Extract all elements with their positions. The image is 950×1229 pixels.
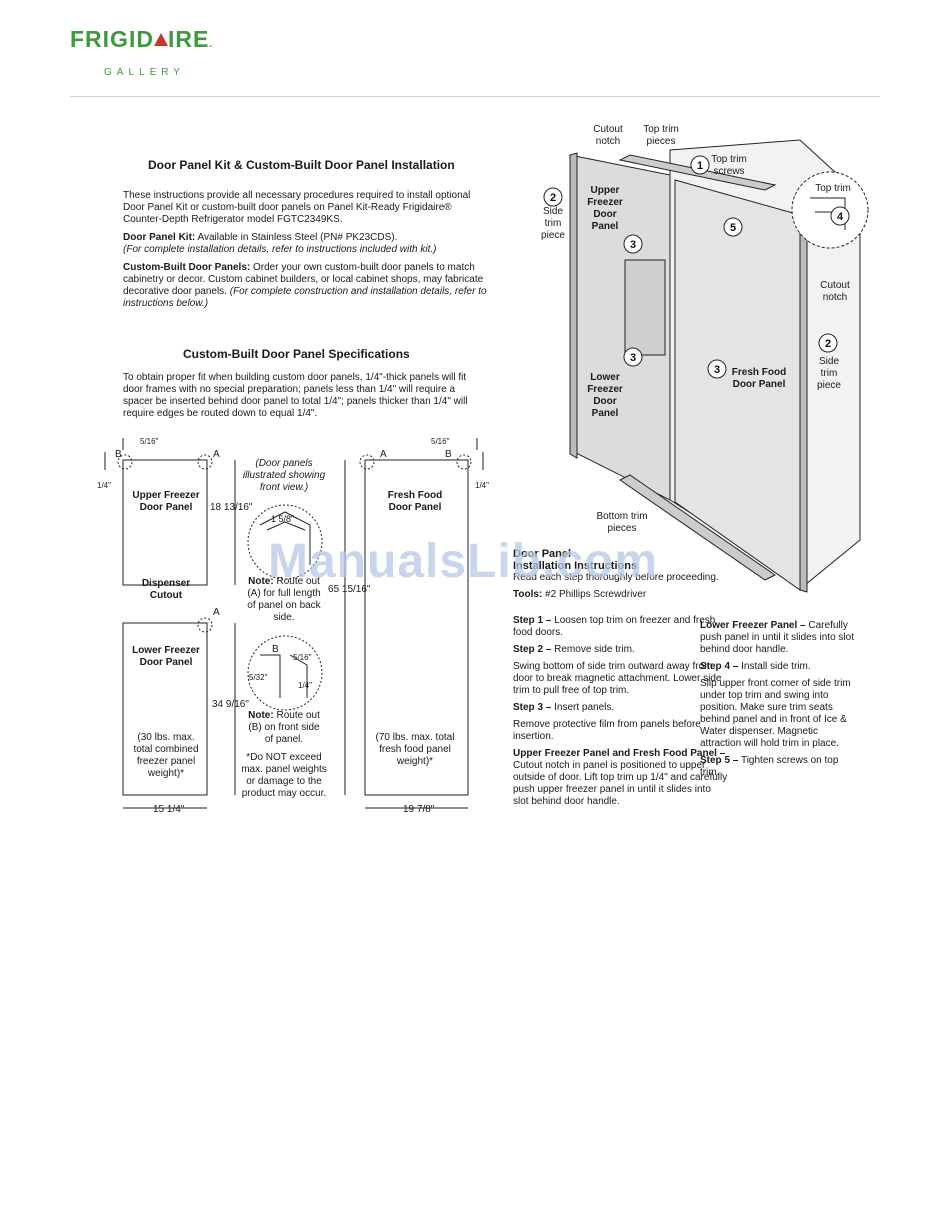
label-b-right: B <box>445 449 452 460</box>
lower-freezer-fridge-label: Lower Freezer Door Panel <box>587 372 623 419</box>
dim-5-16-detail: 5/16" <box>293 653 312 662</box>
detail-label-b: B <box>272 644 279 655</box>
cutout-notch-top-label: Cutout notch <box>593 124 623 147</box>
dim-5-16-right: 5/16" <box>431 437 450 446</box>
dim-fresh-height: 65 15/16" <box>328 584 371 595</box>
dim-1-5-8: 1 5/8" <box>271 514 294 524</box>
cutout-notch-right-label: Cutout notch <box>820 280 850 303</box>
detail-circle-a <box>247 504 323 580</box>
note-a: Note: Route out (A) for full length of p… <box>247 576 321 623</box>
header-divider <box>70 96 880 97</box>
weight-warning: *Do NOT exceed max. panel weights or dam… <box>241 752 327 799</box>
upper-freezer-fridge-label: Upper Freezer Door Panel <box>587 185 623 232</box>
kit-paragraph: Door Panel Kit: Available in Stainless S… <box>123 232 437 255</box>
side-trim-left-label: Side trim piece <box>541 206 565 241</box>
lower-weight-note: (30 lbs. max. total combined freezer pan… <box>133 732 199 779</box>
step-4: Step 4 – Install side trim. <box>700 661 811 672</box>
step-2-detail: Swing bottom of side trim outward away f… <box>513 661 722 696</box>
specs-paragraph: To obtain proper fit when building custo… <box>123 372 468 419</box>
callout-3-fresh <box>707 359 727 379</box>
svg-text:5: 5 <box>730 222 736 234</box>
detail-circle-b <box>247 635 323 711</box>
side-trim-right-label: Side trim piece <box>817 356 841 391</box>
svg-text:3: 3 <box>630 352 636 364</box>
bottom-trim-label: Bottom trim pieces <box>596 511 648 534</box>
note-b: Note: Route out (B) on front side of pan… <box>248 710 320 745</box>
svg-text:2: 2 <box>825 338 831 350</box>
svg-text:2: 2 <box>550 192 556 204</box>
dim-5-32: 5/32" <box>249 673 268 682</box>
step-4-detail: Slip upper front corner of side trim und… <box>700 678 851 749</box>
step-5: Step 5 – Tighten screws on top trim. <box>700 755 839 778</box>
label-a-lower: A <box>213 607 220 618</box>
dim-upper-height: 18 13/16" <box>210 502 253 513</box>
step-3-detail: Remove protective film from panels befor… <box>513 719 701 742</box>
dim-5-16-left: 5/16" <box>140 437 159 446</box>
instructions-right-column: Lower Freezer Panel – Carefully push pan… <box>700 620 855 784</box>
svg-text:1: 1 <box>697 160 703 172</box>
svg-text:3: 3 <box>630 239 636 251</box>
upper-freezer-panel-outline <box>122 459 208 586</box>
dim-width-right: 19 7/8" <box>403 804 435 815</box>
top-trim-label: Top trim <box>815 183 851 194</box>
callout-5 <box>723 217 743 237</box>
top-trim-screws-label: Top trim screws <box>711 154 747 177</box>
step-2: Step 2 – Remove side trim. <box>513 644 635 655</box>
tools-line: Tools: #2 Phillips Screwdriver <box>513 589 647 600</box>
lower-freezer-panel-outline <box>122 622 208 796</box>
refrigerator-diagram: 1 2 3 3 3 4 5 2 <box>543 139 869 593</box>
instructions-lead: Read each step thoroughly before proceed… <box>513 572 719 583</box>
callout-4 <box>830 206 850 226</box>
step-1: Step 1 – Loosen top trim on freezer and … <box>513 615 716 638</box>
watermark: ManualsLib.com <box>268 535 659 588</box>
custom-paragraph: Custom-Built Door Panels: Order your own… <box>123 262 487 309</box>
svg-text:4: 4 <box>837 211 844 223</box>
lower-freezer-panel-label: Lower Freezer Door Panel <box>132 645 200 668</box>
section-title-installation: Door Panel Kit & Custom-Built Door Panel… <box>148 158 455 172</box>
lower-panel-instruction: Lower Freezer Panel – Carefully push pan… <box>700 620 854 655</box>
dim-1-4-left: 1/4" <box>97 481 111 490</box>
callout-2-left <box>543 187 563 207</box>
top-trim-pieces-label: Top trim pieces <box>643 124 679 147</box>
upper-panel-instruction: Upper Freezer Panel and Fresh Food Panel… <box>513 748 728 807</box>
section-title-specs: Custom-Built Door Panel Specifications <box>183 347 410 361</box>
fresh-food-panel-label: Fresh Food Door Panel <box>387 490 443 513</box>
panel-spec-diagram: B A A A B 5/16" 5/16" 1/4" 1/4" 18 13/16… <box>97 437 489 815</box>
svg-text:3: 3 <box>714 364 720 376</box>
label-a-fresh: A <box>380 449 387 460</box>
dim-1-4-right: 1/4" <box>475 481 489 490</box>
fresh-food-fridge-label: Fresh Food Door Panel <box>731 367 787 390</box>
dispenser-cutout-label: Dispenser Cutout <box>141 578 191 601</box>
intro-text: These instructions provide all necessary… <box>123 190 471 225</box>
dim-1-4-detail: 1/4" <box>298 681 312 690</box>
dim-lower-height: 34 9/16" <box>212 699 249 710</box>
fresh-food-panel-outline <box>364 459 469 796</box>
callout-3-upper <box>623 234 643 254</box>
dim-width-left: 15 1/4" <box>153 804 185 815</box>
brand-sub: GALLERY <box>104 67 185 78</box>
fresh-weight-note: (70 lbs. max. total fresh food panel wei… <box>375 732 455 767</box>
label-a-upper: A <box>213 449 220 460</box>
step-3: Step 3 – Insert panels. <box>513 702 615 713</box>
intro-paragraph: These instructions provide all necessary… <box>123 190 493 310</box>
upper-freezer-panel-label: Upper Freezer Door Panel <box>132 490 200 513</box>
logo-triangle-icon <box>153 33 168 46</box>
callout-1 <box>690 155 710 175</box>
callout-3-lower <box>623 347 643 367</box>
illustrated-note: (Door panels illustrated showing front v… <box>242 458 326 493</box>
label-b-left: B <box>115 449 122 460</box>
callout-2-right <box>818 333 838 353</box>
